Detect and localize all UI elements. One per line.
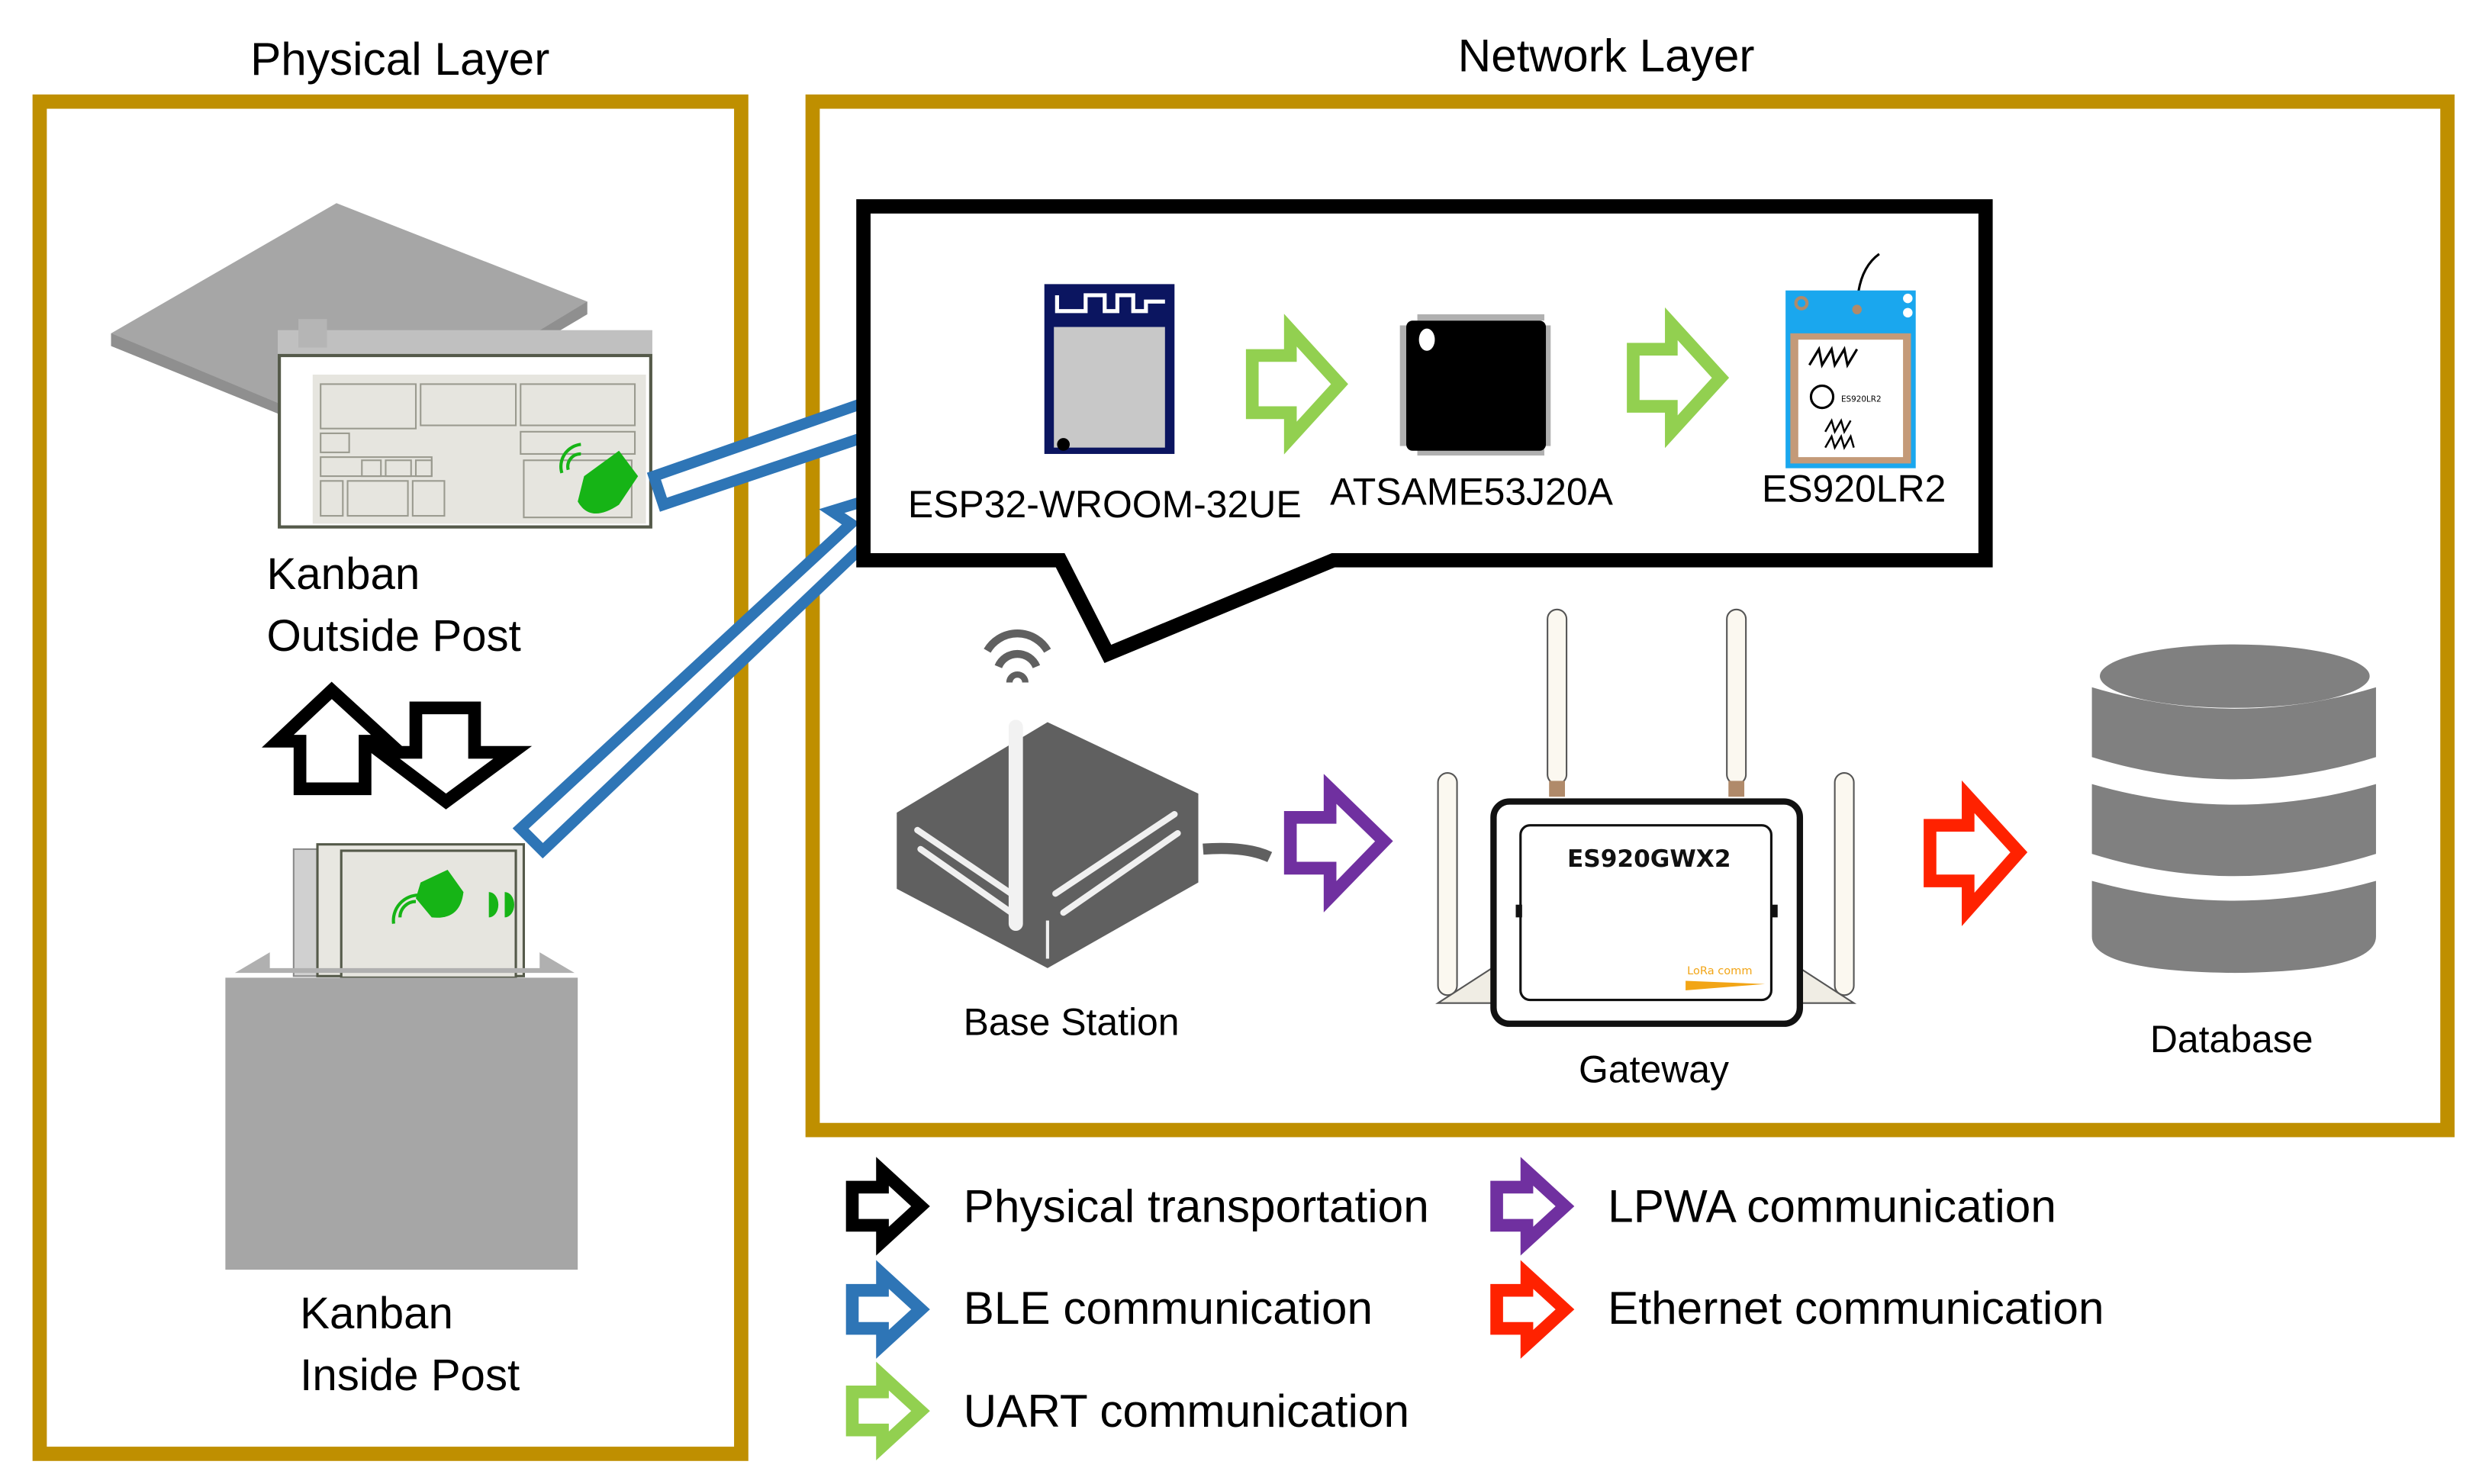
legend-item-lpwa-communication: LPWA communication bbox=[1490, 1157, 2056, 1256]
physical-transport-up-arrow-icon bbox=[262, 681, 404, 796]
legend-item-ble-communication: BLE communication bbox=[845, 1260, 1373, 1359]
lora-module-chip-text: ES920LR2 bbox=[1841, 394, 1882, 404]
database-label: Database bbox=[2150, 1018, 2313, 1061]
physical-layer-title: Physical Layer bbox=[250, 33, 549, 85]
legend-swatch-ethernet bbox=[1490, 1260, 1575, 1359]
ble-module-icon bbox=[1044, 284, 1175, 454]
inside-post-label-line2: Inside Post bbox=[300, 1350, 520, 1400]
ble-tag-icon bbox=[559, 443, 639, 514]
legend: Physical transportation LPWA communicati… bbox=[845, 1157, 2104, 1460]
physical-transport-down-arrow-icon bbox=[362, 701, 533, 810]
physical-layer-frame bbox=[32, 94, 749, 1461]
network-layer-frame bbox=[805, 94, 2455, 1138]
ethernet-arrow bbox=[1924, 780, 2028, 926]
legend-label: LPWA communication bbox=[1608, 1180, 2056, 1232]
legend-label: Ethernet communication bbox=[1608, 1282, 2104, 1334]
esp32-label: ESP32-WROOM-32UE bbox=[908, 483, 1302, 526]
es920lr2-label: ES920LR2 bbox=[1762, 467, 1946, 510]
inside-post-label-line1: Kanban bbox=[300, 1289, 453, 1338]
legend-swatch-physical-transportation bbox=[845, 1157, 930, 1256]
legend-label: BLE communication bbox=[964, 1282, 1373, 1334]
base-station-label: Base Station bbox=[964, 1000, 1180, 1043]
atsame53-label: ATSAME53J20A bbox=[1330, 471, 1613, 513]
kanban-inside-post-icon bbox=[225, 843, 578, 1270]
legend-label: Physical transportation bbox=[964, 1180, 1429, 1232]
gateway-model-text: ES920GWX2 bbox=[1567, 845, 1731, 873]
legend-item-uart-communication: UART communication bbox=[845, 1361, 1409, 1460]
legend-swatch-lpwa bbox=[1490, 1157, 1575, 1256]
gateway-label: Gateway bbox=[1579, 1048, 1729, 1091]
gateway-brand-text: LoRa comm bbox=[1687, 964, 1752, 977]
uart-arrow-2 bbox=[1627, 307, 1730, 449]
legend-label: UART communication bbox=[964, 1385, 1409, 1437]
kanban-outside-post-icon bbox=[111, 203, 652, 529]
legend-item-ethernet-communication: Ethernet communication bbox=[1490, 1260, 2104, 1359]
network-layer-title: Network Layer bbox=[1458, 30, 1755, 82]
uart-arrow-1 bbox=[1245, 314, 1348, 455]
legend-swatch-ble bbox=[845, 1260, 930, 1359]
outside-post-label-line2: Outside Post bbox=[266, 611, 520, 661]
legend-item-physical-transportation: Physical transportation bbox=[845, 1157, 1429, 1256]
legend-swatch-uart bbox=[845, 1361, 930, 1460]
lora-module-icon: ES920LR2 bbox=[1785, 253, 1916, 468]
microcontroller-chip-icon bbox=[1399, 314, 1551, 456]
gateway-icon: ES920GWX2 LoRa comm bbox=[1435, 608, 1857, 1027]
lpwa-arrow bbox=[1283, 774, 1393, 913]
outside-post-label-line1: Kanban bbox=[266, 549, 420, 599]
ble-arrow-inside-post bbox=[512, 484, 900, 859]
base-station-icon bbox=[897, 629, 1273, 968]
database-icon bbox=[2091, 644, 2376, 974]
